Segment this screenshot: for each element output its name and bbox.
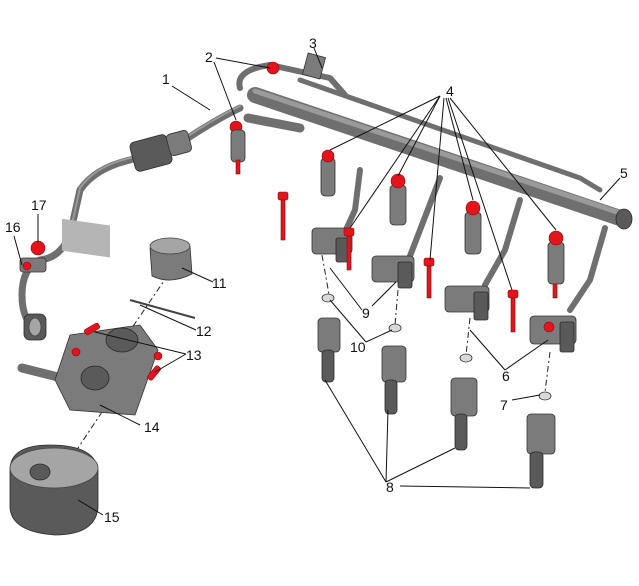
callout-5: 5 (620, 165, 628, 181)
bracket-assembly (277, 167, 363, 271)
callout-11: 11 (212, 275, 227, 291)
callout-1: 1 (162, 71, 170, 87)
injector (389, 173, 407, 226)
injector (230, 129, 246, 175)
pump-gasket (129, 299, 196, 319)
callout-3: 3 (309, 35, 317, 51)
bracket-assembly (444, 197, 523, 333)
high-pressure-fuel-pipe (18, 104, 244, 341)
injector-bracket-row (277, 167, 608, 353)
callout-13: 13 (186, 347, 202, 363)
fuel-rail (236, 52, 633, 230)
pump-tappet-cover (149, 237, 193, 281)
lower-injectors (317, 254, 556, 489)
callout-12: 12 (196, 323, 212, 339)
callout-labels: 1 2 3 4 5 6 7 8 9 10 11 12 13 14 15 16 1… (5, 35, 628, 525)
callout-7: 7 (500, 397, 508, 413)
callout-2: 2 (205, 49, 213, 65)
injector (464, 200, 482, 255)
callout-15: 15 (104, 509, 120, 525)
pump-body (17, 322, 163, 416)
callout-6: 6 (502, 368, 510, 384)
bracket-assembly (529, 225, 608, 353)
leader-lines (13, 47, 621, 516)
injector (547, 230, 565, 299)
mounting-bracket-plate (62, 218, 110, 258)
high-pressure-pump-assembly (9, 237, 196, 536)
callout-4: 4 (446, 83, 454, 99)
injector-upper-row (230, 129, 565, 299)
pump-follower (9, 444, 99, 536)
callout-9: 9 (362, 305, 370, 321)
injector (320, 149, 336, 197)
fuel-rail-bolts (22, 61, 280, 271)
callout-16: 16 (5, 219, 21, 235)
callout-17: 17 (31, 197, 47, 213)
callout-10: 10 (350, 339, 366, 355)
callout-14: 14 (144, 419, 160, 435)
bracket-assembly (371, 175, 443, 299)
callout-8: 8 (386, 479, 394, 495)
